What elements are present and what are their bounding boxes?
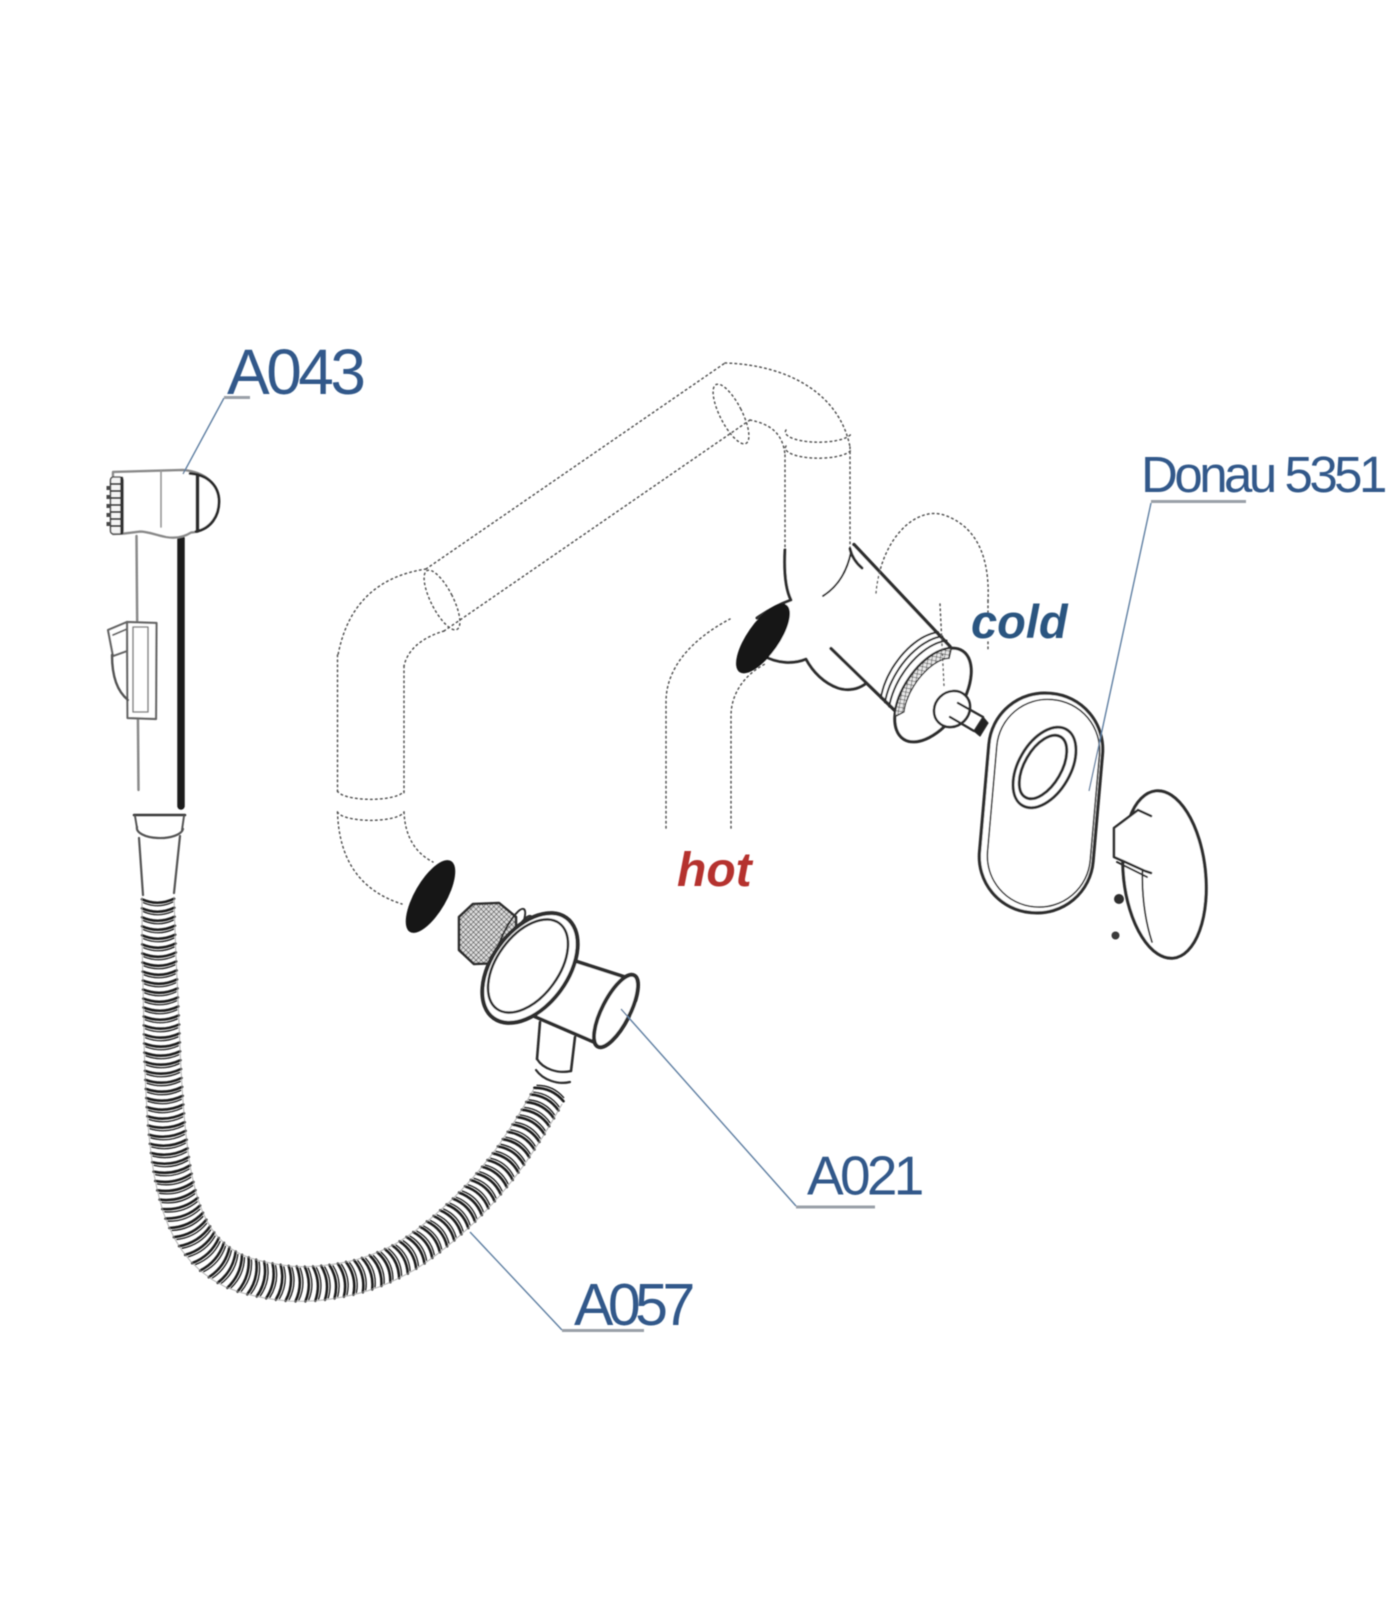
svg-text:A043: A043: [227, 336, 363, 408]
svg-text:A057: A057: [574, 1272, 692, 1338]
svg-text:Donau 5351: Donau 5351: [1141, 446, 1385, 503]
svg-text:cold: cold: [971, 595, 1069, 648]
svg-text:A021: A021: [807, 1145, 922, 1207]
svg-text:hot: hot: [677, 844, 754, 897]
